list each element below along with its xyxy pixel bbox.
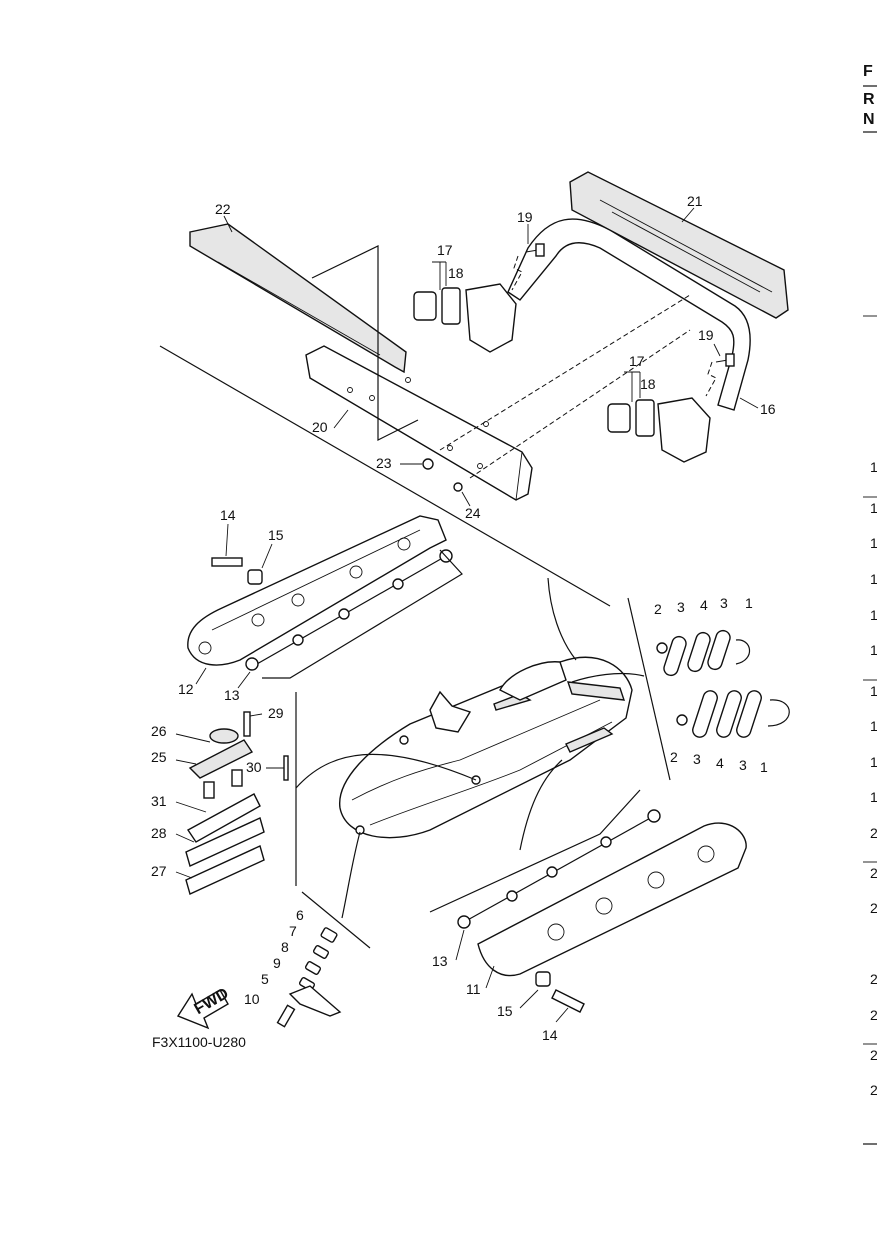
- callout-19b: 19: [698, 327, 714, 343]
- callout-4a: 4: [700, 597, 708, 613]
- callout-19a: 19: [517, 209, 533, 225]
- edge-digit-10: 2: [870, 825, 877, 841]
- callout-25: 25: [151, 749, 167, 765]
- callout-13b: 13: [432, 953, 448, 969]
- diagram-code: F3X1100-U280: [152, 1034, 246, 1050]
- callout-3b: 3: [720, 595, 728, 611]
- edge-digit-5: 1: [870, 642, 877, 658]
- edge-digit-13: 2: [870, 971, 877, 987]
- callout-2b: 2: [670, 749, 678, 765]
- callout-4b: 4: [716, 755, 724, 771]
- callout-18b: 18: [640, 376, 656, 392]
- callout-24: 24: [465, 505, 481, 521]
- callout-1a: 1: [745, 595, 753, 611]
- callout-3a: 3: [677, 599, 685, 615]
- callout-2a: 2: [654, 601, 662, 617]
- callout-5: 5: [261, 971, 269, 987]
- fwd-arrow-icon: FWD: [176, 985, 232, 1030]
- callout-18a: 18: [448, 265, 464, 281]
- callout-11: 11: [466, 981, 481, 997]
- edge-digit-14: 2: [870, 1007, 877, 1023]
- edge-digit-3: 1: [870, 571, 877, 587]
- right-sponson-assembly: [429, 789, 747, 1013]
- callout-20: 20: [312, 419, 328, 435]
- callout-30: 30: [246, 759, 262, 775]
- callout-29: 29: [268, 705, 284, 721]
- callout-16: 16: [760, 401, 776, 417]
- edge-header-2: N: [863, 111, 875, 128]
- cable-parts: [276, 891, 371, 1028]
- callout-14b: 14: [542, 1027, 558, 1043]
- left-sponson-assembly: [187, 515, 463, 679]
- edge-digit-8: 1: [870, 754, 877, 770]
- callout-23: 23: [376, 455, 392, 471]
- callout-17b: 17: [629, 353, 645, 369]
- edge-digit-16: 2: [870, 1082, 877, 1098]
- callout-15b: 15: [497, 1003, 513, 1019]
- edge-digit-15: 2: [870, 1047, 877, 1063]
- edge-digit-11: 2: [870, 865, 877, 881]
- callout-8: 8: [281, 939, 289, 955]
- callout-27: 27: [151, 863, 167, 879]
- callout-15a: 15: [268, 527, 284, 543]
- callout-3d: 3: [739, 757, 747, 773]
- edge-header-1: R: [863, 91, 875, 108]
- edge-digit-4: 1: [870, 607, 877, 623]
- callout-21: 21: [687, 193, 703, 209]
- callout-14a: 14: [220, 507, 236, 523]
- edge-digit-2: 1: [870, 535, 877, 551]
- edge-digit-12: 2: [870, 900, 877, 916]
- callout-leaders: [175, 207, 759, 1023]
- callout-26: 26: [151, 723, 167, 739]
- edge-header-0: F: [863, 63, 873, 80]
- cleat-kit: [185, 692, 297, 895]
- callout-28: 28: [151, 825, 167, 841]
- callout-7: 7: [289, 923, 297, 939]
- callout-12: 12: [178, 681, 194, 697]
- callout-6: 6: [296, 907, 304, 923]
- edge-digit-7: 1: [870, 718, 877, 734]
- callout-9: 9: [273, 955, 281, 971]
- callout-10: 10: [244, 991, 260, 1007]
- callout-3c: 3: [693, 751, 701, 767]
- callout-31: 31: [151, 793, 167, 809]
- callout-13a: 13: [224, 687, 240, 703]
- edge-digit-1: 1: [870, 500, 877, 516]
- callout-17a: 17: [437, 242, 453, 258]
- watercraft-hull: [295, 577, 645, 919]
- edge-digit-6: 1: [870, 683, 877, 699]
- rear-handle-assembly: [159, 171, 789, 607]
- edge-digit-0: 1: [870, 459, 877, 475]
- callout-1b: 1: [760, 759, 768, 775]
- right-edge-index: F R N 1 1 1 1 1 1 1 1 1 1 2 2 2 2 2 2 2: [863, 63, 877, 1145]
- edge-digit-9: 1: [870, 789, 877, 805]
- callout-labels: 1 1 2 2 3 3 3 3 4 4 5 6 7 8 9 10 11 12 1…: [151, 193, 776, 1043]
- callout-22: 22: [215, 201, 231, 217]
- bracket-kit: [627, 597, 790, 781]
